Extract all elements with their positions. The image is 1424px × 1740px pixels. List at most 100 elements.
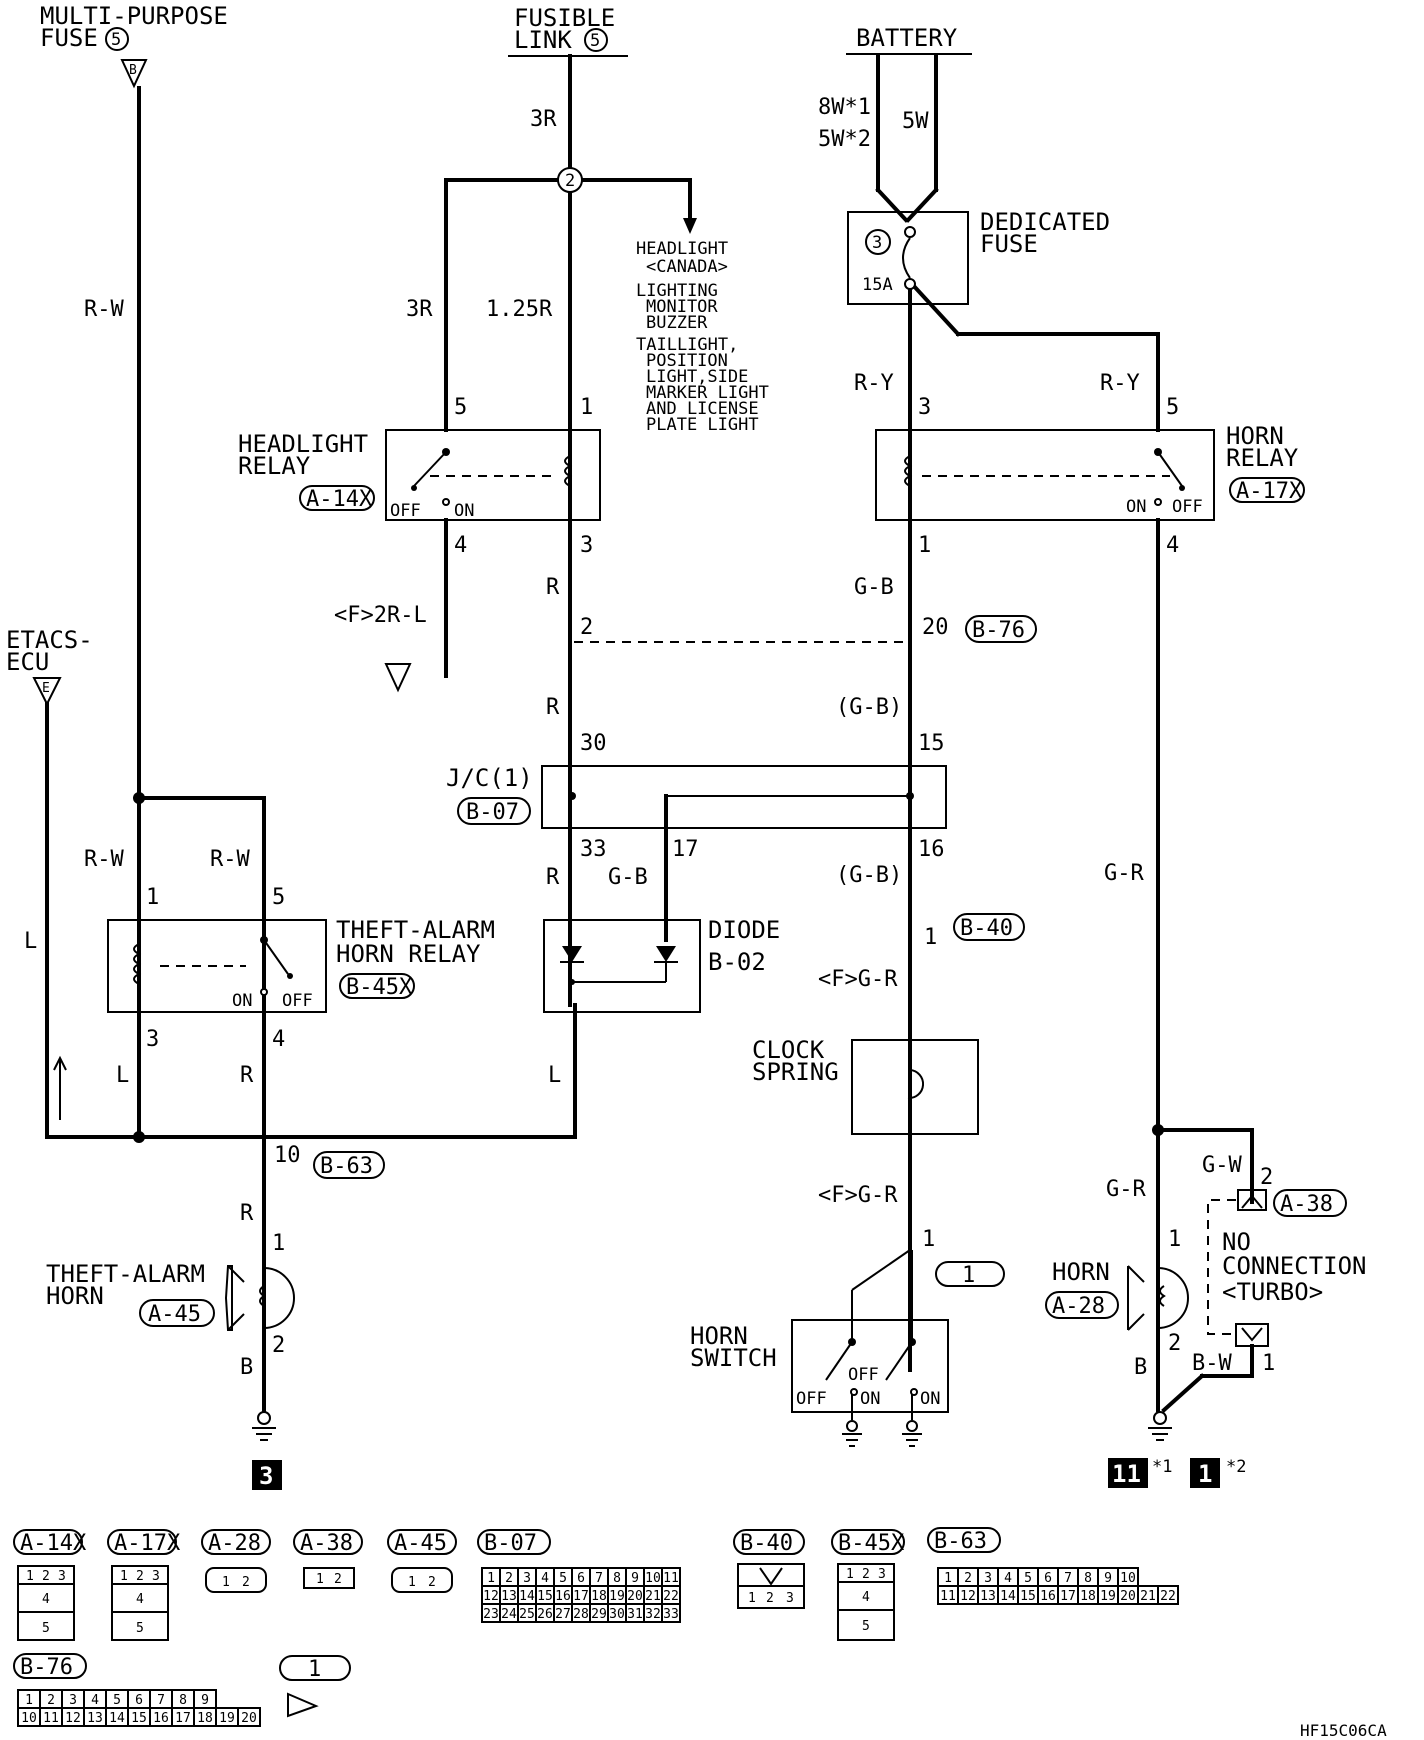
mpf-fuse-number: 5 xyxy=(111,30,121,50)
horn-switch-label-1: HORN xyxy=(690,1322,748,1350)
theft-relay-ref: B-45X xyxy=(346,975,413,1000)
pin-cell: 3 xyxy=(878,1567,886,1582)
pin-number: 16 xyxy=(918,837,945,862)
battery-wire-5w: 5W xyxy=(902,109,929,134)
wire-label: R xyxy=(546,575,560,600)
pin-cell: 22 xyxy=(1160,1589,1176,1604)
fuse-element-icon xyxy=(902,237,911,279)
no-connection-label: CONNECTION xyxy=(1222,1252,1367,1280)
wire-label: R-W xyxy=(84,297,124,322)
pin-cell: 6 xyxy=(577,1571,585,1586)
pin-cell: 18 xyxy=(1080,1589,1096,1604)
splice-number: 2 xyxy=(565,171,575,191)
relay-coil-icon xyxy=(564,455,573,487)
feed-item: TAILLIGHT, xyxy=(636,335,738,355)
ground-symbols: 3 11 *1 1 *2 xyxy=(252,1411,1246,1490)
switch-off-label: OFF xyxy=(848,1365,879,1385)
pin-cell: 16 xyxy=(555,1589,571,1604)
pin-cell: 4 xyxy=(136,1592,144,1607)
pin-cell-box xyxy=(1157,1585,1179,1605)
pin-number: 1 xyxy=(918,533,931,558)
pin-cell: 8 xyxy=(1084,1571,1092,1586)
pin-cell: 19 xyxy=(1100,1589,1116,1604)
pin-cell: 19 xyxy=(219,1711,235,1726)
pin-number: 1 xyxy=(580,395,593,420)
dedicated-fuse-number: 3 xyxy=(872,233,882,253)
wire-label: <F>2R-L xyxy=(334,603,427,628)
pin-cell: 30 xyxy=(609,1607,625,1622)
horn-switch-label-2: SWITCH xyxy=(690,1344,777,1372)
pin-cell: 9 xyxy=(631,1571,639,1586)
ground-icon xyxy=(1148,1411,1172,1441)
pin-cell: 2 xyxy=(505,1571,513,1586)
wire-label: B xyxy=(1134,1355,1147,1380)
pin-cell: 5 xyxy=(113,1693,121,1708)
pin-number: 1 xyxy=(1262,1351,1275,1376)
pin-cell: 13 xyxy=(980,1589,996,1604)
relay-off-label: OFF xyxy=(1172,497,1203,517)
pin-cell: 2 xyxy=(42,1569,50,1584)
theft-alarm-horn-relay: ON OFF THEFT-ALARM HORN RELAY B-45X 1 5 … xyxy=(107,885,495,1052)
junction-dots: 2 xyxy=(133,167,1164,1143)
wire-label: (G-B) xyxy=(836,863,902,888)
fl-number: 5 xyxy=(590,31,600,51)
diagram-code: HF15C06CA xyxy=(1300,1721,1387,1740)
pin-number: 1 xyxy=(922,1227,935,1252)
wire-label: 3R xyxy=(530,107,557,132)
ground-icon xyxy=(252,1411,276,1441)
pin-cell: 23 xyxy=(483,1607,499,1622)
etacs-ecu-source: ETACS- ECU E xyxy=(6,626,93,707)
pin-cell: 1 xyxy=(846,1567,854,1582)
pin-cell: 1 xyxy=(26,1569,34,1584)
pin-number: 17 xyxy=(672,837,699,862)
horn-relay-label-2: RELAY xyxy=(1226,444,1299,472)
pin-cell: 3 xyxy=(984,1571,992,1586)
relay-on-label: ON xyxy=(232,991,252,1011)
pin-cell: 11 xyxy=(940,1589,956,1604)
feed-item: MARKER LIGHT xyxy=(646,383,769,403)
pin-number: 33 xyxy=(580,837,607,862)
wire-label: 3R xyxy=(406,297,433,322)
connector-ref: B-40 xyxy=(960,916,1013,941)
pin-cell: 31 xyxy=(627,1607,643,1622)
pin-number: 3 xyxy=(918,395,931,420)
connector-ref: B-63 xyxy=(320,1154,373,1179)
pin-cell: 11 xyxy=(663,1571,679,1586)
wire-label: G-W xyxy=(1202,1153,1242,1178)
relay-on-label: ON xyxy=(1126,497,1146,517)
pin-number: 15 xyxy=(918,731,945,756)
fusible-link-source: FUSIBLE LINK 5 xyxy=(508,4,628,57)
dedicated-fuse-label-1: DEDICATED xyxy=(980,208,1110,236)
wire-label: 1.25R xyxy=(486,297,553,322)
ground-note: *2 xyxy=(1226,1457,1246,1477)
etacs-conn-letter: E xyxy=(42,681,50,696)
pin-cell: 10 xyxy=(21,1711,37,1726)
pin-cell: 15 xyxy=(537,1589,553,1604)
legend-ref: B-76 xyxy=(20,1655,73,1680)
diode-b02: DIODE B-02 xyxy=(543,916,780,1013)
pin-number: 4 xyxy=(454,533,467,558)
wire-label: B-W xyxy=(1192,1351,1232,1376)
theft-horn-label-2: HORN xyxy=(46,1282,104,1310)
pin-cell: 2 xyxy=(964,1571,972,1586)
pin-number: 2 xyxy=(272,1333,285,1358)
pin-cell: 2 xyxy=(334,1572,342,1587)
pin-number: 1 xyxy=(924,925,937,950)
horn-coil-icon xyxy=(259,1285,266,1307)
pin-number: 1 xyxy=(1168,1227,1181,1252)
dedicated-fuse: 3 15A DEDICATED FUSE xyxy=(847,208,1110,305)
pin-cell: 12 xyxy=(483,1589,499,1604)
diode-icon xyxy=(656,946,676,962)
pin-cell: 18 xyxy=(197,1711,213,1726)
pin-cell: 4 xyxy=(541,1571,549,1586)
no-connection-label: NO xyxy=(1222,1228,1251,1256)
connector-ref: B-76 xyxy=(972,618,1025,643)
connector-b76: 2 20 B-76 xyxy=(580,615,1037,643)
legend-callout: 1 xyxy=(308,1657,321,1682)
relay-coil-icon xyxy=(904,455,913,487)
fl-label-1: FUSIBLE xyxy=(514,4,615,32)
headlight-relay-label-2: RELAY xyxy=(238,452,311,480)
pin-cell: 8 xyxy=(179,1693,187,1708)
pin-cell: 1 xyxy=(120,1569,128,1584)
ground-note: *1 xyxy=(1152,1457,1172,1477)
